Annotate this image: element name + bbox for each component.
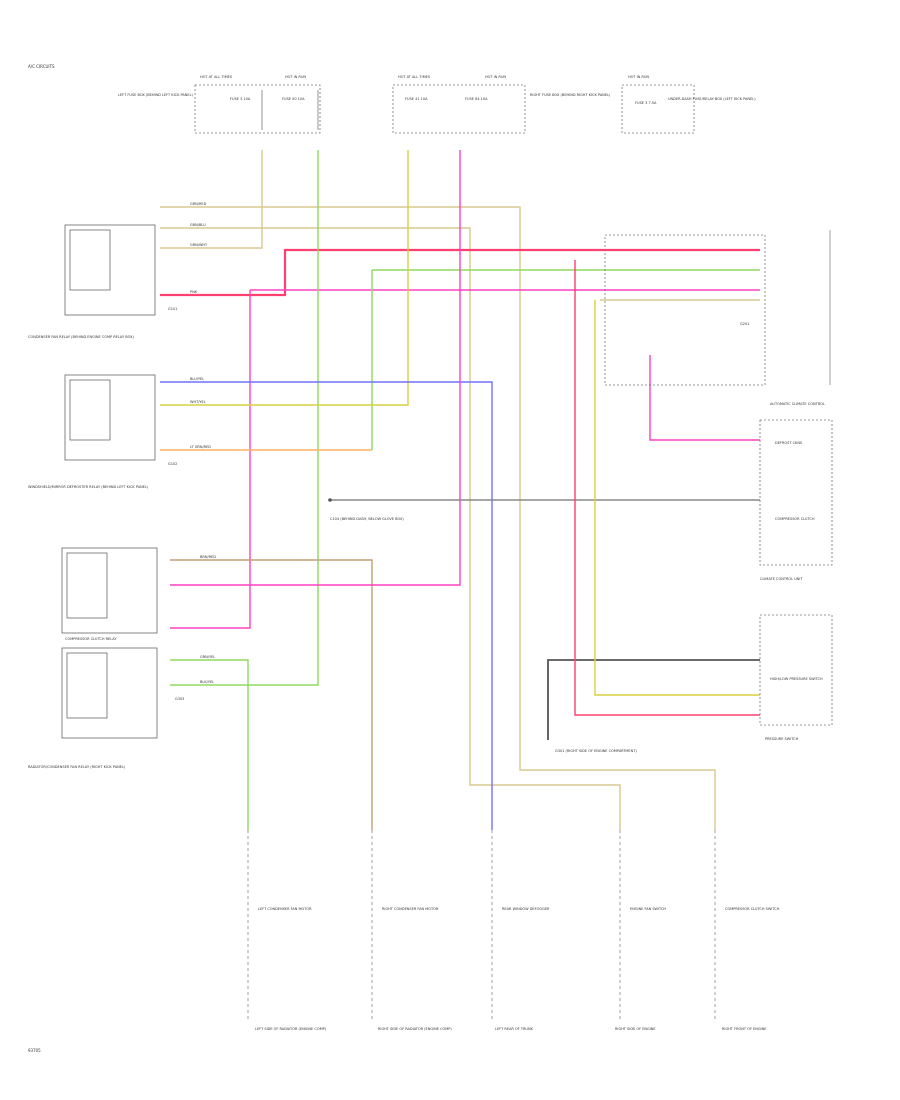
wire-tan-2 <box>160 227 621 830</box>
fuse-box-middle: HOT AT ALL TIMES HOT IN RUN RIGHT FUSE B… <box>392 75 611 134</box>
wire-label-6: WHT/YEL <box>190 400 206 404</box>
fuse-box-right-top-1: HOT IN RUN <box>628 75 649 79</box>
component-defogger: REAR WINDOW DEFOGGER LEFT REAR OF TRUNK <box>491 830 550 1031</box>
fuse-box-middle-top-1: HOT AT ALL TIMES <box>398 75 431 79</box>
wire-label-1: GRN/RED <box>190 202 207 206</box>
fuse-box-right-fuse-1: FUSE 3 7.5A <box>635 101 657 105</box>
fuse-box-left-top-2: HOT IN RUN <box>285 75 306 79</box>
wire-tan-3 <box>160 150 263 249</box>
wire-label-8: BRN/RED <box>200 555 216 559</box>
ground-label-2: G102 <box>168 462 177 466</box>
component-left-fan-location: LEFT SIDE OF RADIATOR (ENGINE COMP) <box>255 1027 327 1031</box>
relay-compressor-caption: COMPRESSOR CLUTCH RELAY <box>65 637 117 641</box>
wire-pink-ccu <box>649 355 760 441</box>
wire-pink-2 <box>170 290 251 629</box>
wire-harness <box>160 150 760 830</box>
climate-part-defrost: DEFROST CKNS <box>775 441 803 445</box>
pressure-switch-title: HIGH/LOW PRESSURE SWITCH <box>770 677 823 681</box>
wire-label-10: BLK/YEL <box>200 680 214 684</box>
climate-control-subtitle: AUTOMATIC CLIMATE CONTROL <box>770 402 825 406</box>
splice-c104: C104 (BEHIND DASH, BELOW GLOVE BOX) <box>328 498 404 521</box>
component-compressor-switch-label: COMPRESSOR CLUTCH SWITCH <box>725 907 780 911</box>
component-engine-fan-label: ENGINE FAN SWITCH <box>630 907 666 911</box>
wire-blue <box>160 381 493 830</box>
fuse-box-left-fuse-2: FUSE 50 10A <box>282 97 305 101</box>
relay-radiator-fan: RADIATOR/CONDENSER FAN RELAY (RIGHT KICK… <box>28 647 158 769</box>
ground-g301: G301 (RIGHT SIDE OF ENGINE COMPARTMENT) <box>555 749 637 753</box>
component-left-fan: LEFT CONDENSER FAN MOTOR LEFT SIDE OF RA… <box>247 830 327 1031</box>
wire-brown <box>170 559 373 830</box>
relay-condenser-fan: CONDENSER FAN RELAY (BEHIND ENGINE COMP … <box>28 224 156 339</box>
fuse-box-left: HOT AT ALL TIMES HOT IN RUN LEFT FUSE BO… <box>118 75 321 134</box>
pressure-switch: HIGH/LOW PRESSURE SWITCH PRESSURE SWITCH <box>759 614 833 741</box>
relay-condenser-fan-caption: CONDENSER FAN RELAY (BEHIND ENGINE COMP … <box>28 335 135 339</box>
component-compressor-switch-location: RIGHT FRONT OF ENGINE <box>722 1027 766 1031</box>
relay-windshield-caption: WINDSHIELD/MIRROR DEFROSTER RELAY (BEHIN… <box>28 485 149 489</box>
ground-label-1: G101 <box>168 307 177 311</box>
component-right-fan-location: RIGHT SIDE OF RADIATOR (ENGINE COMP) <box>378 1027 452 1031</box>
wire-label-3: GRN/WHT <box>190 243 208 247</box>
page-title: A/C CIRCUITS <box>28 64 55 69</box>
relay-compressor: COMPRESSOR CLUTCH RELAY <box>61 547 158 641</box>
ground-note: G301 (RIGHT SIDE OF ENGINE COMPARTMENT) <box>555 749 637 753</box>
component-defogger-label: REAR WINDOW DEFOGGER <box>502 907 550 911</box>
wire-dark <box>547 659 760 740</box>
bottom-components: LEFT CONDENSER FAN MOTOR LEFT SIDE OF RA… <box>247 830 780 1031</box>
fuse-box-left-side: LEFT FUSE BOX (BEHIND LEFT KICK PANEL) <box>118 93 194 97</box>
component-engine-fan-location: RIGHT SIDE OF ENGINE <box>615 1027 656 1031</box>
fuse-box-right-side: UNDER-DASH FUSE/RELAY BOX (LEFT KICK PAN… <box>668 97 756 101</box>
relay-windshield: WINDSHIELD/MIRROR DEFROSTER RELAY (BEHIN… <box>28 374 156 489</box>
diagram-code: 93705 <box>28 1048 41 1053</box>
climate-part-compressor: COMPRESSOR CLUTCH <box>775 517 815 521</box>
wire-label-7: LT GRN/RED <box>190 445 211 449</box>
wire-tan-top <box>160 206 716 830</box>
fuse-box-middle-side: RIGHT FUSE BOX (BEHIND RIGHT KICK PANEL) <box>530 93 611 97</box>
fuse-box-middle-fuse-2: FUSE 64 10A <box>465 97 488 101</box>
wire-green-3 <box>170 659 249 830</box>
wire-yellow <box>160 150 409 406</box>
fuse-box-left-fuse-1: FUSE 3 10A <box>230 97 251 101</box>
fuse-box-middle-top-2: HOT IN RUN <box>485 75 506 79</box>
splice-note: C104 (BEHIND DASH, BELOW GLOVE BOX) <box>330 517 404 521</box>
ground-label-3: G303 <box>175 697 184 701</box>
component-left-fan-label: LEFT CONDENSER FAN MOTOR <box>258 907 312 911</box>
wire-red-ps <box>574 260 760 716</box>
fuse-box-left-top-1: HOT AT ALL TIMES <box>200 75 233 79</box>
component-right-fan-label: RIGHT CONDENSER FAN MOTOR <box>382 907 439 911</box>
component-right-fan: RIGHT CONDENSER FAN MOTOR RIGHT SIDE OF … <box>371 830 452 1031</box>
component-engine-fan: ENGINE FAN SWITCH RIGHT SIDE OF ENGINE <box>615 830 666 1031</box>
wire-label-4: PNK <box>190 290 198 294</box>
fuse-box-right: HOT IN RUN UNDER-DASH FUSE/RELAY BOX (LE… <box>621 75 756 134</box>
wire-label-5: BLU/YEL <box>190 377 204 381</box>
fuse-box-middle-fuse-1: FUSE 41 10A <box>405 97 428 101</box>
wire-label-9: GRN/YEL <box>200 655 215 659</box>
component-compressor-switch: COMPRESSOR CLUTCH SWITCH RIGHT FRONT OF … <box>714 830 780 1031</box>
wire-red <box>160 248 760 297</box>
component-defogger-location: LEFT REAR OF TRUNK <box>495 1027 534 1031</box>
climate-control-unit: AUTOMATIC CLIMATE CONTROL CLIMATE CONTRO… <box>759 402 833 581</box>
climate-control-title: CLIMATE CONTROL UNIT <box>760 577 803 581</box>
wire-label-2: GRN/BLU <box>190 223 206 227</box>
relay-radiator-fan-caption: RADIATOR/CONDENSER FAN RELAY (RIGHT KICK… <box>28 765 126 769</box>
ground-label-4: G201 <box>740 322 749 326</box>
wire-yellow-ps <box>594 300 760 696</box>
wire-pink-lower <box>170 150 461 586</box>
wire-green-2 <box>170 150 319 686</box>
right-connector <box>604 230 831 386</box>
pressure-switch-caption: PRESSURE SWITCH <box>765 737 799 741</box>
